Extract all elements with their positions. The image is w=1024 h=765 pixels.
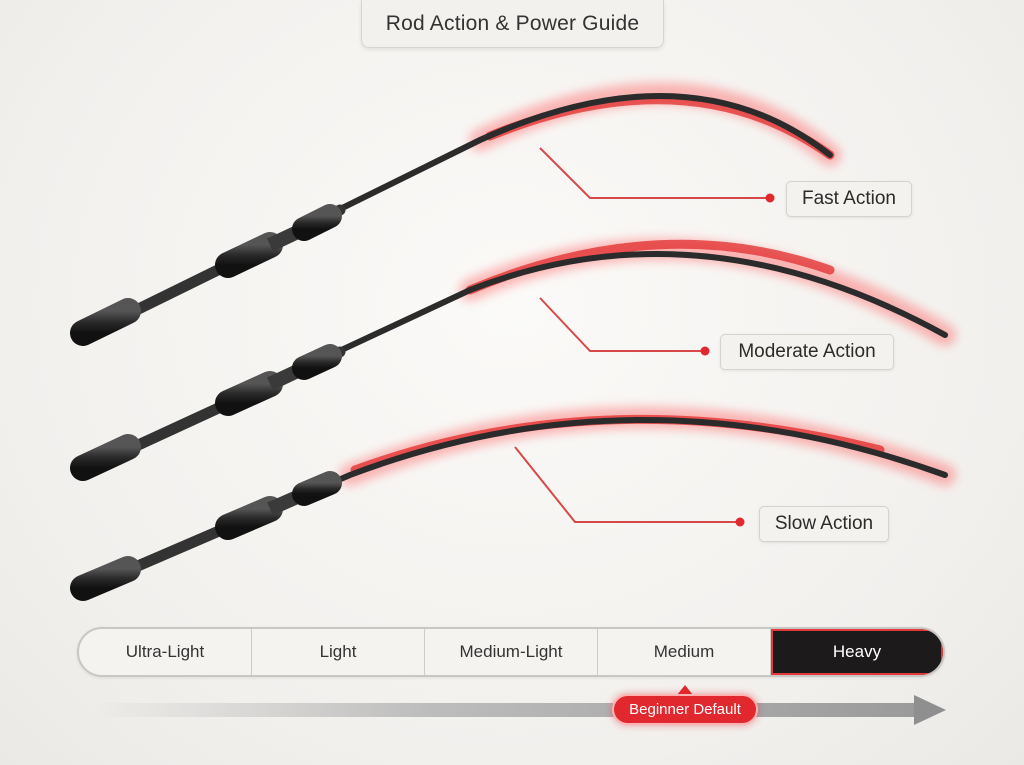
fast-action-rod — [70, 82, 841, 346]
power-scale: Ultra-Light Light Medium-Light Medium He… — [77, 627, 945, 677]
fast-action-label: Fast Action — [786, 181, 912, 217]
beginner-default-badge: Beginner Default — [612, 694, 758, 725]
arrow-head-icon — [914, 695, 946, 725]
power-segment-medium-light: Medium-Light — [425, 629, 598, 675]
power-segment-heavy: Heavy — [771, 629, 943, 675]
power-arrow — [92, 703, 922, 717]
page-title: Rod Action & Power Guide — [361, 0, 664, 48]
slow-action-rod — [70, 406, 956, 601]
moderate-action-label: Moderate Action — [720, 334, 894, 370]
moderate-action-rod — [70, 238, 956, 481]
badge-pointer-icon — [677, 685, 693, 695]
power-segment-medium: Medium — [598, 629, 771, 675]
power-segment-ultra-light: Ultra-Light — [79, 629, 252, 675]
power-segment-light: Light — [252, 629, 425, 675]
slow-action-label: Slow Action — [759, 506, 889, 542]
